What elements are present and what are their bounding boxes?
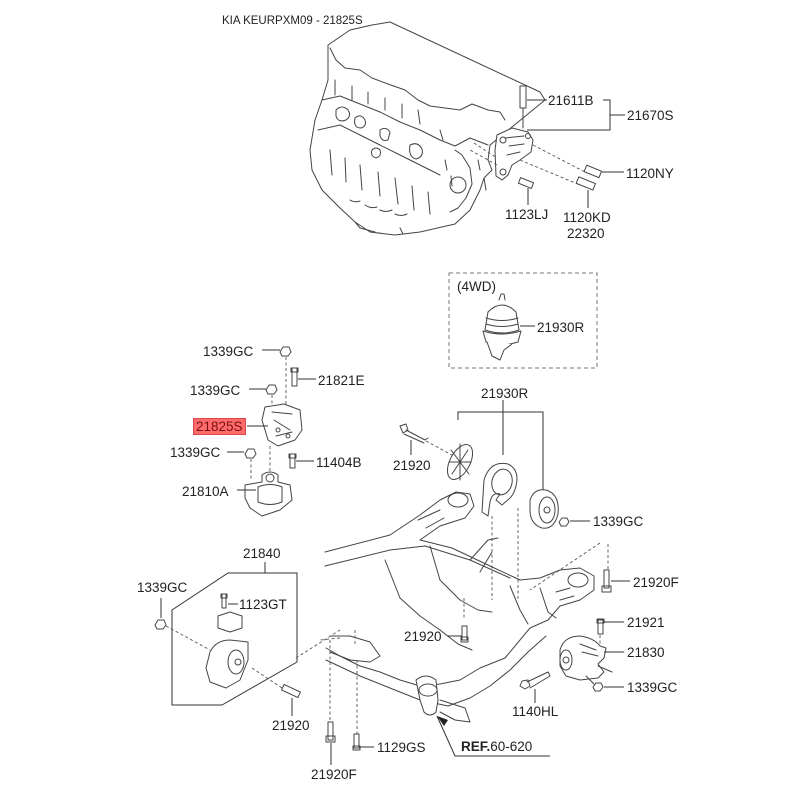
variant-4wd-note: (4WD) bbox=[457, 279, 496, 294]
part-label-21825s-highlighted[interactable]: 21825S bbox=[193, 418, 246, 435]
part-label-11404b[interactable]: 11404B bbox=[316, 455, 362, 470]
part-label-1120kd[interactable]: 1120KD bbox=[563, 210, 611, 225]
part-label-21930r-4wd[interactable]: 21930R bbox=[537, 320, 585, 335]
engine-block-illustration bbox=[309, 21, 546, 236]
part-label-1339gc-left[interactable]: 1339GC bbox=[137, 580, 188, 595]
part-label-1339gc-top[interactable]: 1339GC bbox=[203, 344, 254, 359]
part-label-1140hl[interactable]: 1140HL bbox=[512, 704, 559, 719]
part-label-21920-center[interactable]: 21920 bbox=[404, 629, 442, 644]
part-label-1339gc-lower[interactable]: 1339GC bbox=[170, 445, 221, 460]
mount-21830-illustration bbox=[519, 569, 613, 692]
part-label-1129gs[interactable]: 1129GS bbox=[377, 740, 426, 755]
part-label-21920-bottom[interactable]: 21920 bbox=[272, 718, 310, 733]
part-label-21920f-right[interactable]: 21920F bbox=[633, 575, 679, 590]
part-label-21920-upper[interactable]: 21920 bbox=[393, 458, 431, 473]
left-mount-assembly-illustration bbox=[244, 346, 303, 517]
part-label-21920f-bottom[interactable]: 21920F bbox=[311, 767, 357, 782]
part-label-1120ny[interactable]: 1120NY bbox=[626, 166, 674, 181]
mount-21930r-4wd-illustration bbox=[482, 293, 522, 361]
part-label-21810a[interactable]: 21810A bbox=[182, 484, 229, 499]
part-label-21821e[interactable]: 21821E bbox=[318, 373, 365, 388]
part-label-1123gt[interactable]: 1123GT bbox=[239, 597, 287, 612]
part-label-1123lj[interactable]: 1123LJ bbox=[505, 207, 549, 222]
subframe-illustration bbox=[319, 491, 609, 735]
part-label-21670s[interactable]: 21670S bbox=[627, 108, 674, 123]
part-label-21830[interactable]: 21830 bbox=[627, 645, 665, 660]
part-label-21611b[interactable]: 21611B bbox=[548, 93, 594, 108]
diagram-title: KIA KEURPXM09 - 21825S bbox=[222, 15, 363, 27]
part-label-1339gc-bottom-right[interactable]: 1339GC bbox=[627, 680, 678, 695]
reference-prefix: REF. bbox=[461, 739, 491, 754]
part-label-21921[interactable]: 21921 bbox=[627, 615, 665, 630]
bracket-21670s-illustration bbox=[469, 85, 603, 191]
part-label-22320[interactable]: 22320 bbox=[567, 226, 605, 241]
part-label-21840[interactable]: 21840 bbox=[243, 546, 281, 561]
rear-mount-parts-illustration bbox=[399, 423, 570, 600]
part-label-1339gc-mid[interactable]: 1339GC bbox=[190, 383, 241, 398]
4wd-variant-box bbox=[448, 272, 598, 369]
reference-value: 60-620 bbox=[490, 739, 533, 754]
part-label-21930r[interactable]: 21930R bbox=[481, 386, 529, 401]
reference-note[interactable]: REF.60-620 bbox=[461, 739, 532, 754]
mount-21840-illustration bbox=[154, 593, 341, 699]
part-label-1339gc-right[interactable]: 1339GC bbox=[593, 514, 644, 529]
